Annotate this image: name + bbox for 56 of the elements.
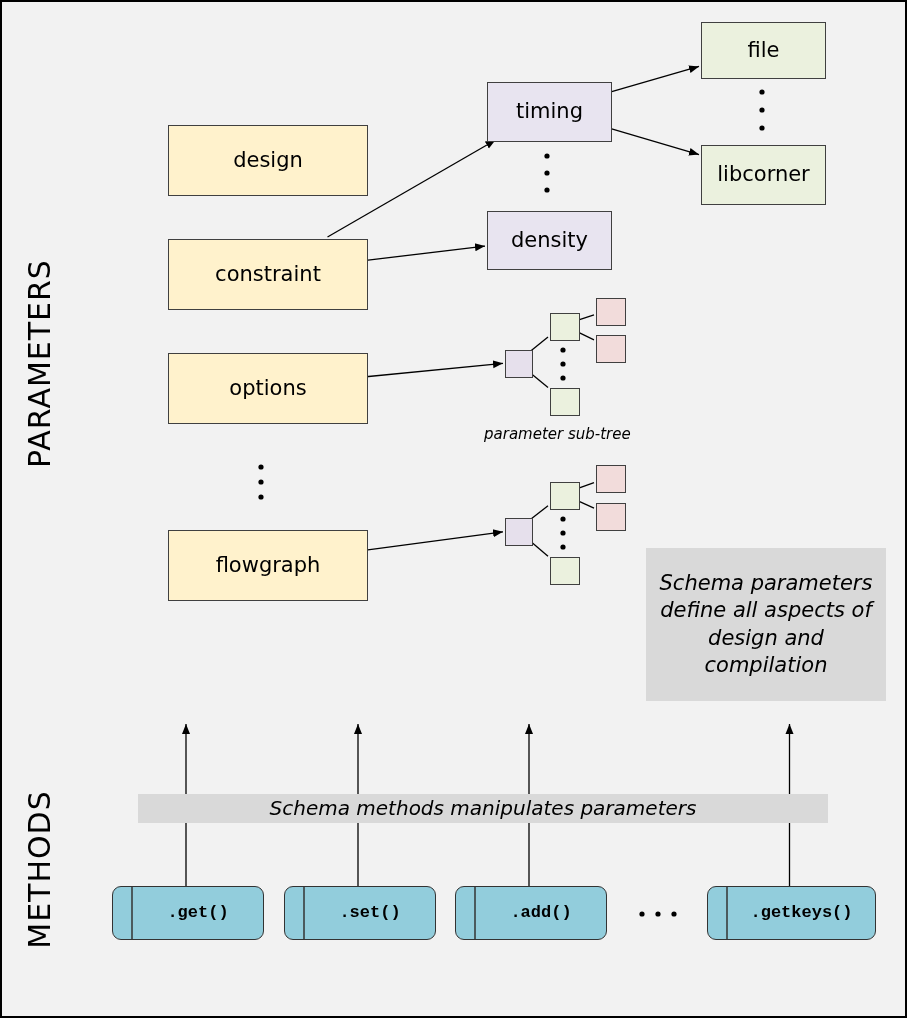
section-label: METHODS [21, 789, 57, 951]
connector-line [577, 314, 595, 321]
tree-node-box [596, 335, 626, 363]
box-label: density [511, 226, 588, 254]
arrow [365, 243, 486, 262]
tree-node-box [596, 465, 626, 493]
section-panel [0, 0, 907, 724]
connector-line [577, 331, 595, 341]
box-label: file [747, 36, 780, 64]
method-name: .add() [509, 901, 572, 924]
box-label: constraint [215, 260, 321, 288]
method-box [284, 886, 436, 940]
method-name: .getkeys() [749, 901, 853, 924]
caption-text: parameter sub-tree [484, 425, 631, 443]
method-box [707, 886, 876, 940]
parameter-box [701, 22, 826, 79]
tree-node-box [550, 557, 580, 585]
tree-node-box [596, 503, 626, 531]
parameter-box [487, 211, 612, 270]
connector-line [530, 505, 549, 520]
method-name: .set() [338, 901, 401, 924]
note-band: Schema methods manipulates parameters [138, 794, 828, 823]
connector-line [530, 336, 549, 352]
parameter-box [701, 145, 826, 205]
box-label: flowgraph [215, 551, 321, 579]
box-label: timing [516, 98, 583, 126]
arrow [326, 139, 497, 238]
arrow [365, 529, 504, 551]
tree-node-box [596, 298, 626, 326]
arrow [365, 360, 504, 378]
method-box [112, 886, 264, 940]
note-text: Schema parameters define all aspects of design and compilation [658, 569, 876, 679]
method-name: .get() [166, 901, 229, 924]
parameter-box [168, 530, 368, 601]
section-panel [0, 722, 907, 1018]
box-label: design [233, 146, 303, 174]
parameter-box [168, 125, 368, 196]
tree-node-box [505, 350, 533, 378]
box-label: options [229, 374, 307, 402]
parameter-box [168, 353, 368, 424]
parameter-box [487, 82, 612, 142]
connector-line [530, 372, 549, 389]
tree-node-box [550, 388, 580, 416]
tree-node-box [550, 482, 580, 510]
method-box [455, 886, 607, 940]
connector-line [530, 541, 549, 557]
arrow [609, 127, 700, 156]
tree-node-box [505, 518, 533, 546]
tree-node-box [550, 313, 580, 341]
parameter-box [168, 239, 368, 310]
section-label: PARAMETERS [21, 258, 57, 470]
connector-line [577, 500, 595, 509]
box-label: libcorner [717, 161, 810, 189]
connector-line [577, 481, 595, 490]
arrow [609, 65, 700, 93]
note-box [646, 548, 886, 701]
